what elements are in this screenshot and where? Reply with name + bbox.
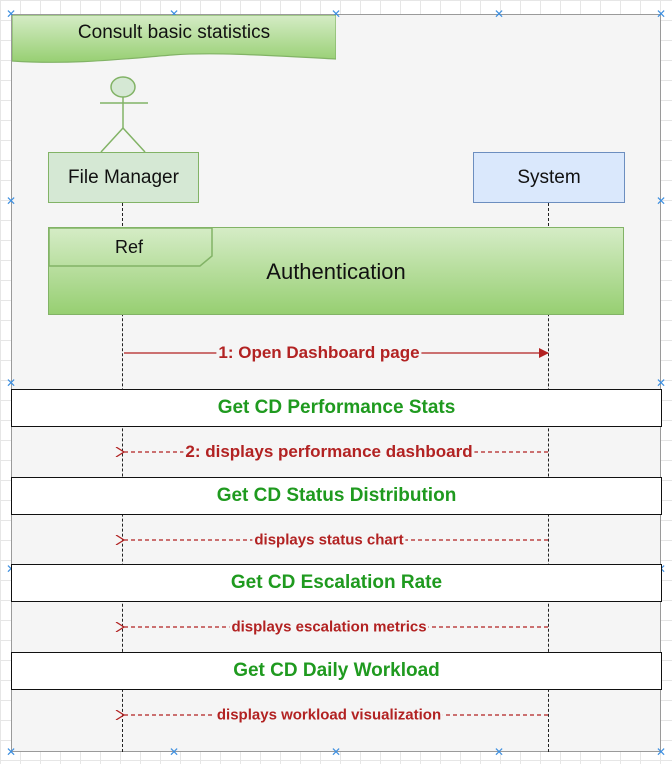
operation-label: Get CD Daily Workload <box>233 660 440 681</box>
selection-handle-icon[interactable]: ✕ <box>493 745 505 759</box>
message-label[interactable]: 1: Open Dashboard page <box>216 343 422 363</box>
ref-fragment-label: Ref <box>114 237 143 257</box>
operation-band[interactable]: Get CD Performance Stats <box>11 389 662 427</box>
ref-fragment-tab <box>49 228 213 267</box>
actor-figure-icon <box>100 76 148 153</box>
ref-fragment-title: Authentication <box>266 259 406 284</box>
selection-handle-icon[interactable]: ✕ <box>493 7 505 21</box>
selection-handle-icon[interactable]: ✕ <box>330 745 342 759</box>
participant-actor-label: File Manager <box>68 166 179 188</box>
operation-band[interactable]: Get CD Daily Workload <box>11 652 662 690</box>
selection-handle-icon[interactable]: ✕ <box>5 7 17 21</box>
diagram-title-tab[interactable]: Consult basic statistics <box>12 15 336 65</box>
operation-band[interactable]: Get CD Status Distribution <box>11 477 662 515</box>
selection-handle-icon[interactable]: ✕ <box>5 376 17 390</box>
message-label[interactable]: displays workload visualization <box>214 706 444 724</box>
ref-fragment[interactable]: Ref Authentication <box>48 227 624 315</box>
selection-handle-icon[interactable]: ✕ <box>168 7 180 21</box>
participant-system[interactable]: System <box>473 152 625 203</box>
message-label[interactable]: 2: displays performance dashboard <box>183 442 475 462</box>
selection-handle-icon[interactable]: ✕ <box>655 745 667 759</box>
selection-handle-icon[interactable]: ✕ <box>655 7 667 21</box>
selection-handle-icon[interactable]: ✕ <box>5 745 17 759</box>
participant-actor[interactable]: File Manager <box>48 152 199 203</box>
operation-band[interactable]: Get CD Escalation Rate <box>11 564 662 602</box>
selection-handle-icon[interactable]: ✕ <box>330 7 342 21</box>
selection-handle-icon[interactable]: ✕ <box>5 194 17 208</box>
operation-label: Get CD Status Distribution <box>216 485 457 506</box>
operation-label: Get CD Performance Stats <box>217 397 456 418</box>
operation-label: Get CD Escalation Rate <box>230 572 443 593</box>
participant-system-label: System <box>517 166 581 188</box>
selection-handle-icon[interactable]: ✕ <box>655 376 667 390</box>
diagram-title: Consult basic statistics <box>77 22 271 43</box>
message-label[interactable]: displays status chart <box>252 531 406 549</box>
message-label[interactable]: displays escalation metrics <box>229 618 429 636</box>
selection-handle-icon[interactable]: ✕ <box>655 194 667 208</box>
selection-handle-icon[interactable]: ✕ <box>168 745 180 759</box>
